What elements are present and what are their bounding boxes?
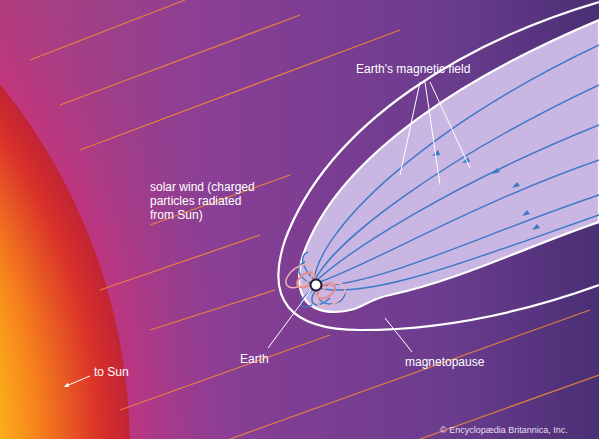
magnetopause-label: magnetopause <box>405 355 484 369</box>
copyright-label: © Encyclopædia Britannica, Inc. <box>440 423 568 437</box>
earth-label: Earth <box>240 352 269 366</box>
solar-wind-label: solar wind (charged particles radiated f… <box>150 180 262 222</box>
sun-direction-label: to Sun <box>94 365 129 379</box>
field-label: Earth's magnetic field <box>356 62 470 76</box>
